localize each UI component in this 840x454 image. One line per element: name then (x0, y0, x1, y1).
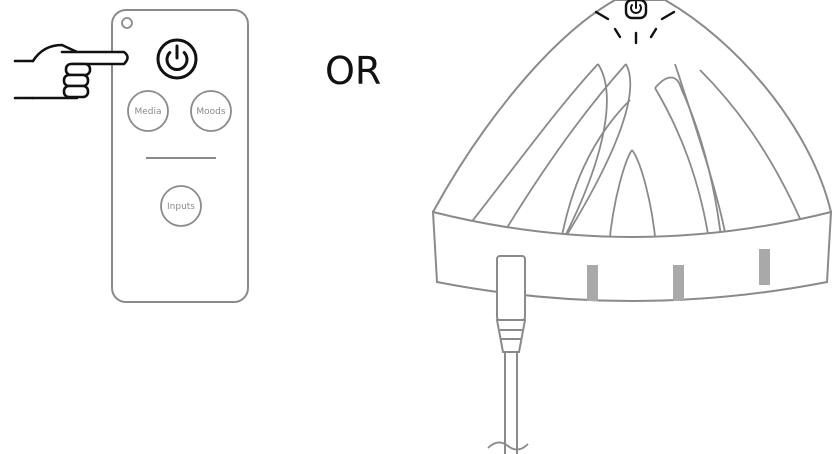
power-cable (487, 255, 529, 454)
indicator-light (587, 265, 598, 301)
cable-boot (495, 319, 527, 353)
media-button-label: Media (134, 107, 161, 117)
remote-media-button[interactable]: Media (127, 90, 169, 132)
remote-control: Media Moods Inputs (111, 9, 249, 303)
power-icon (630, 1, 642, 14)
indicator-light (759, 249, 770, 285)
inputs-button-label: Inputs (167, 202, 195, 212)
power-icon (165, 44, 189, 72)
remote-moods-button[interactable]: Moods (190, 90, 232, 132)
remote-body (111, 9, 249, 303)
remote-inputs-button[interactable]: Inputs (160, 185, 202, 227)
pointing-hand-icon (13, 43, 129, 100)
moods-button-label: Moods (196, 107, 225, 117)
cable-plug (496, 255, 526, 321)
separator-text: OR (325, 49, 381, 93)
indicator-light (673, 265, 684, 301)
device-dome (432, 0, 832, 213)
remote-power-button[interactable] (156, 38, 198, 80)
remote-led-icon (121, 17, 133, 29)
device-ribs (469, 63, 806, 249)
device-power-button[interactable] (624, 0, 648, 20)
device-band (431, 210, 833, 302)
light-rays-icon (594, 10, 676, 45)
cable-break-mark (487, 441, 529, 451)
speaker-device (431, 0, 833, 454)
